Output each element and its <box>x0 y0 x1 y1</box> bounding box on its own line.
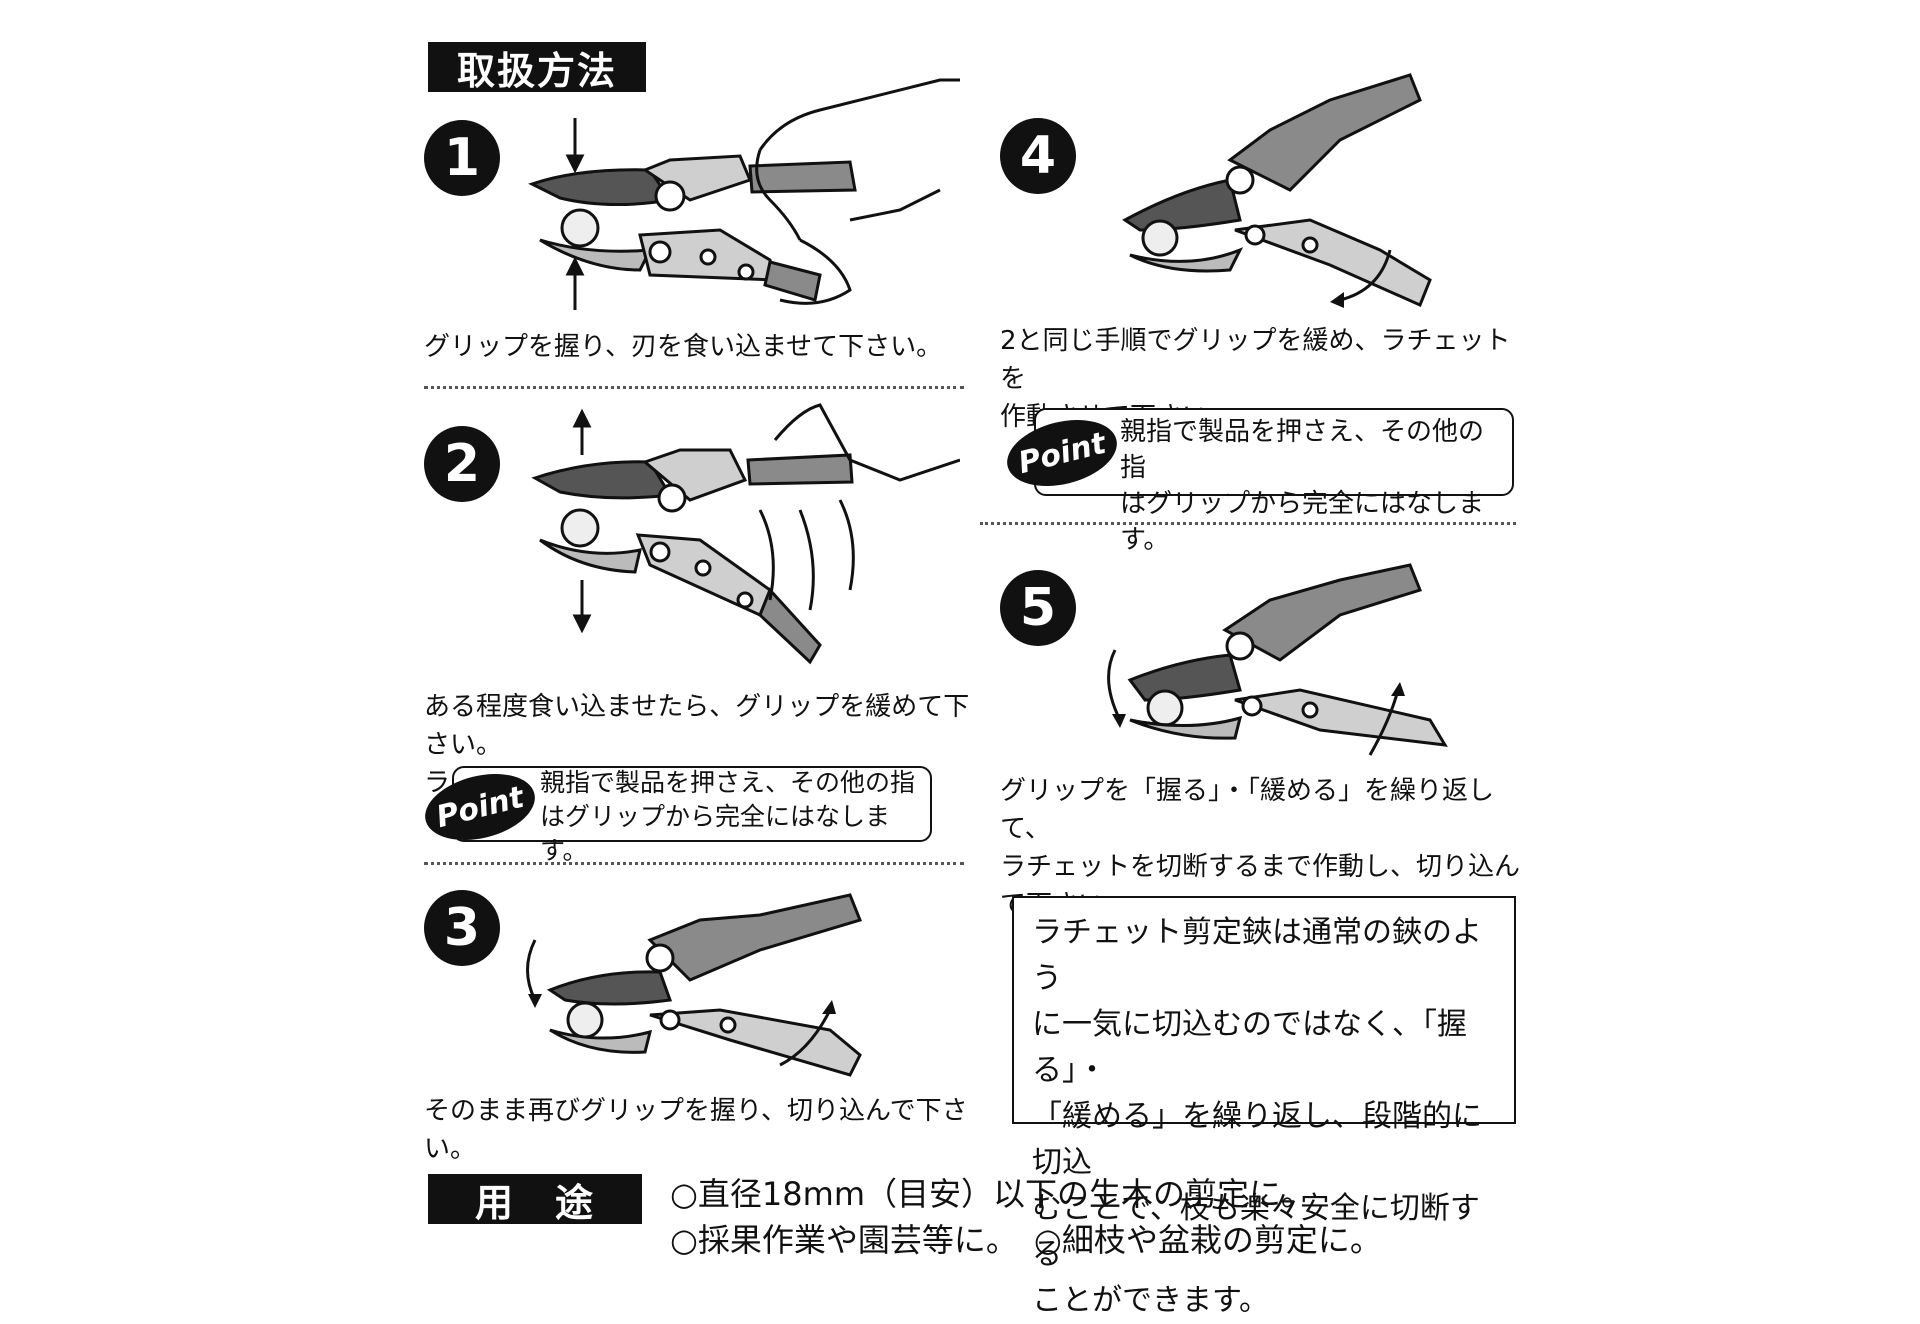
note-box: ラチェット剪定鋏は通常の鋏のよう に一気に切込むのではなく、「握る」・ 「緩める… <box>1012 896 1516 1318</box>
point-text: 親指で製品を押さえ、その他の指 はグリップから完全にはなします。 <box>540 768 916 865</box>
divider <box>980 522 1516 525</box>
step-3-illustration <box>526 893 863 1077</box>
step-2-number: 2 <box>424 426 500 502</box>
down-arrow-icon <box>565 118 585 174</box>
step-4-number: 4 <box>1000 118 1076 194</box>
step-5-text: グリップを「握る」・「緩める」を繰り返して、 ラチェットを切断するまで作動し、切… <box>1000 776 1521 920</box>
uses-line-2: ○採果作業や園芸等に。 ○細枝や盆栽の剪定に。 <box>670 1221 1382 1259</box>
step-1-text: グリップを握り、刃を食い込ませて下さい。 <box>424 332 943 362</box>
down-arrow-icon <box>572 580 592 634</box>
point-text: 親指で製品を押さえ、その他の指 はグリップから完全にはなします。 <box>1120 417 1485 555</box>
step-1-number: 1 <box>424 120 500 196</box>
step-1-illustration <box>528 78 960 310</box>
step-4-illustration <box>1122 73 1432 308</box>
step-5-number: 5 <box>1000 570 1076 646</box>
step-2-illustration <box>531 403 960 665</box>
up-arrow-icon <box>572 408 592 455</box>
up-arrow-icon <box>565 256 585 310</box>
divider <box>424 862 964 865</box>
step-3-number: 3 <box>424 890 500 966</box>
uses-label: 用 途 <box>428 1174 642 1225</box>
uses-line-1: ○直径18mm（目安）以下の生木の剪定に。 <box>670 1175 1313 1213</box>
page-title: 取扱方法 <box>428 42 646 93</box>
step-3-text: そのまま再びグリップを握り、切り込んで下さい。 <box>424 1096 968 1164</box>
divider <box>424 386 964 389</box>
step-5-illustration <box>1107 563 1448 756</box>
